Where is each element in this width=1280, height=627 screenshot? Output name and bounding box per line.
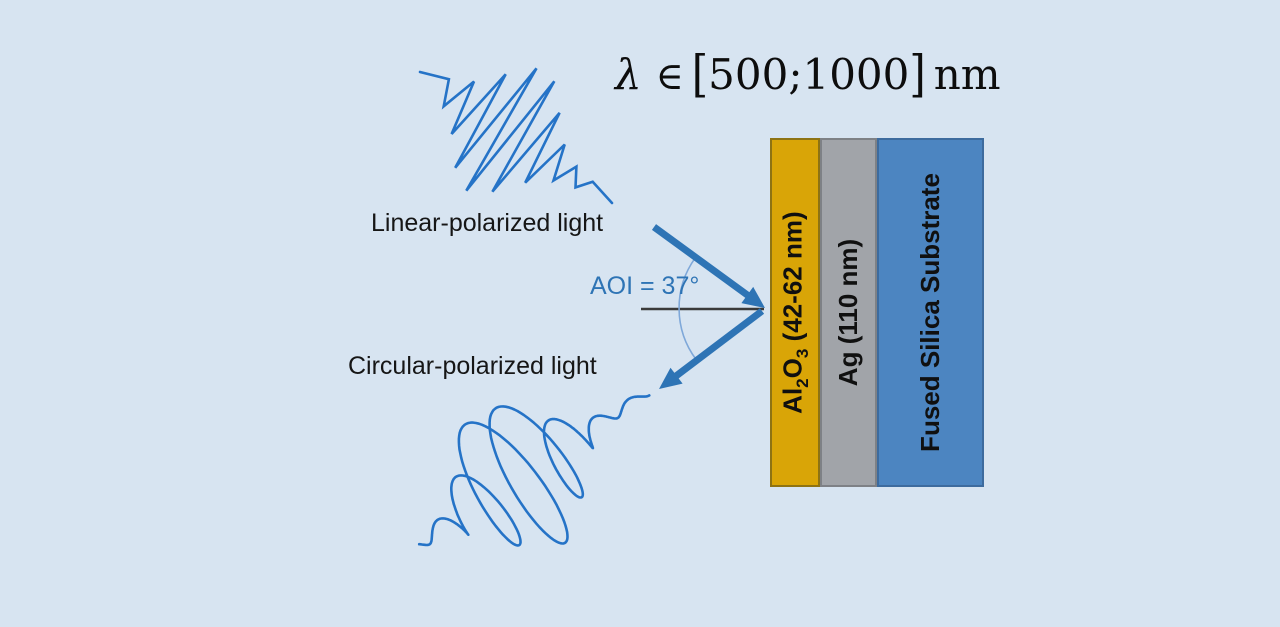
- reflected-ray-arrowhead: [659, 367, 683, 389]
- wavelength-range-formula: λ ∈[500;1000]nm: [615, 45, 1001, 103]
- lambda-symbol: λ: [615, 50, 642, 99]
- layer-stack: Al2O3 (42-62 nm) Ag (110 nm) Fused Silic…: [770, 138, 984, 487]
- al2o3-layer-label: Al2O3 (42-62 nm): [777, 211, 812, 414]
- incident-ray-arrowhead: [741, 286, 765, 308]
- silver-layer: Ag (110 nm): [820, 138, 877, 487]
- angle-of-incidence-label: AOI = 37°: [590, 272, 700, 300]
- close-bracket: ]: [909, 45, 926, 103]
- incident-beam-label: Linear-polarized light: [371, 209, 604, 237]
- fused-silica-substrate-label: Fused Silica Substrate: [915, 173, 945, 452]
- linear-wave-packet-sketch: [418, 67, 614, 205]
- wavelength-values: 500;1000: [708, 50, 910, 99]
- silver-layer-label: Ag (110 nm): [833, 238, 863, 387]
- reflected-beam-label: Circular-polarized light: [348, 352, 597, 380]
- circular-wave-packet-sketch: [417, 394, 651, 547]
- wavelength-unit: nm: [933, 50, 1001, 99]
- open-bracket: [: [691, 45, 709, 103]
- reflected-ray: [671, 308, 765, 381]
- incident-ray: [651, 224, 753, 301]
- fused-silica-substrate-layer: Fused Silica Substrate: [877, 138, 984, 487]
- element-of-symbol: ∈: [655, 54, 684, 98]
- al2o3-layer: Al2O3 (42-62 nm): [770, 138, 820, 487]
- aoi-angle-arc: [678, 257, 697, 361]
